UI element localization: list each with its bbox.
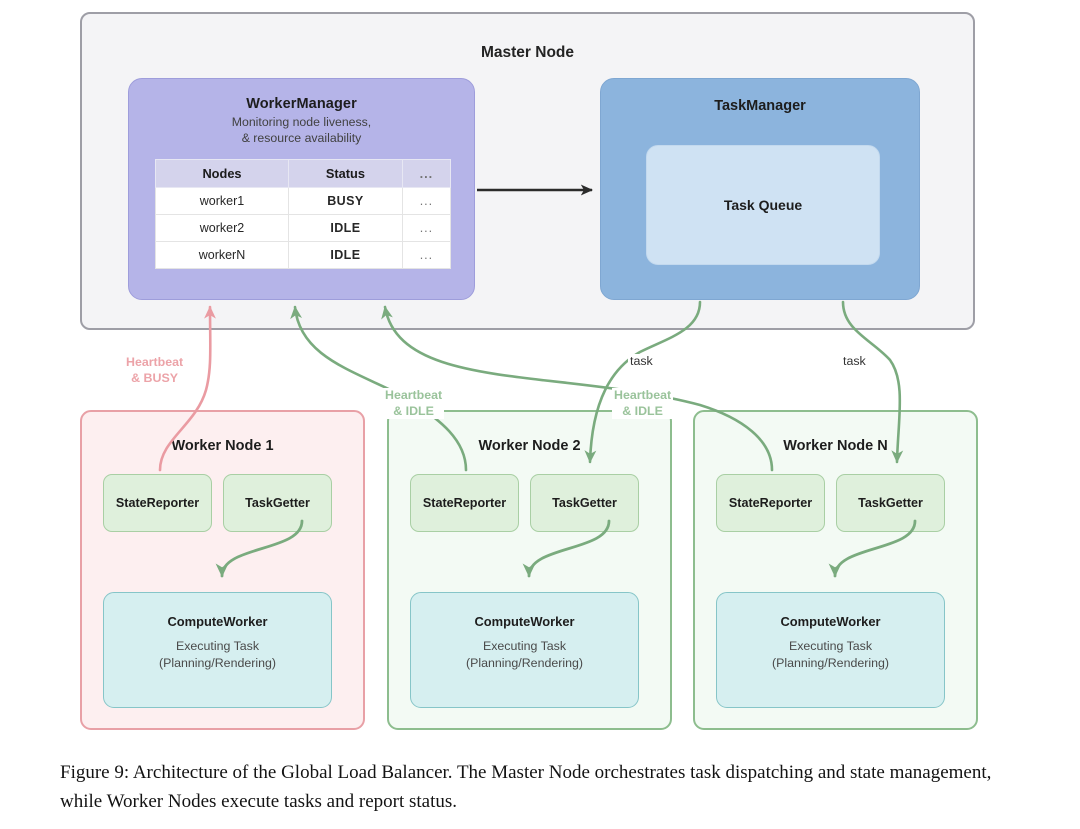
worker-n-task-getter: TaskGetter — [836, 474, 945, 532]
worker-2-task-getter: TaskGetter — [530, 474, 639, 532]
edge-label-heartbeat-busy-line1: Heartbeat — [126, 355, 184, 369]
worker-1-compute-worker: ComputeWorker Executing Task (Planning/R… — [103, 592, 332, 708]
table-row: workerN IDLE ... — [155, 241, 452, 269]
worker-n-compute-worker: ComputeWorker Executing Task (Planning/R… — [716, 592, 945, 708]
worker-1-compute-worker-line2: (Planning/Rendering) — [158, 656, 277, 670]
worker-node-2-panel: Worker Node 2 StateReporter TaskGetter C… — [387, 410, 672, 730]
edge-label-heartbeat-idle-b-line2: & IDLE — [622, 403, 663, 418]
worker-1-state-reporter: StateReporter — [103, 474, 212, 532]
worker-2-compute-worker-subtitle: Executing Task (Planning/Rendering) — [411, 638, 638, 672]
worker-n-compute-worker-subtitle: Executing Task (Planning/Rendering) — [717, 638, 944, 672]
worker-n-compute-worker-title: ComputeWorker — [780, 614, 881, 629]
worker-2-compute-worker-line2: (Planning/Rendering) — [465, 656, 584, 670]
cell-node-status: IDLE — [288, 241, 403, 269]
task-manager-box: TaskManager Task Queue — [600, 78, 920, 300]
edge-label-heartbeat-idle-worker2: Heartbeat & IDLE — [383, 388, 445, 419]
worker-2-compute-worker-line1: Executing Task — [482, 639, 567, 653]
edge-label-task-worker2: task — [628, 354, 655, 370]
edge-label-heartbeat-idle-a-line1: Heartbeat — [385, 388, 443, 402]
worker-node-n-title: Worker Node N — [783, 438, 888, 454]
worker-2-state-reporter: StateReporter — [410, 474, 519, 532]
task-manager-title: TaskManager — [714, 98, 806, 114]
figure-caption: Figure 9: Architecture of the Global Loa… — [60, 762, 992, 812]
worker-node-1-title: Worker Node 1 — [171, 438, 274, 454]
worker-n-compute-worker-line2: (Planning/Rendering) — [771, 656, 890, 670]
cell-node-name: workerN — [155, 241, 289, 269]
worker-2-compute-worker-title: ComputeWorker — [474, 614, 575, 629]
edge-label-heartbeat-busy: Heartbeat & BUSY — [126, 355, 183, 386]
cell-node-name: worker1 — [155, 187, 289, 215]
worker-node-1-panel: Worker Node 1 StateReporter TaskGetter C… — [80, 410, 365, 730]
column-header-more: ... — [401, 159, 452, 188]
worker-1-compute-worker-line1: Executing Task — [175, 639, 260, 653]
task-queue-box: Task Queue — [646, 145, 880, 265]
table-row: worker2 IDLE ... — [155, 214, 452, 242]
edge-label-heartbeat-idle-workerN: Heartbeat & IDLE — [612, 388, 674, 419]
edge-label-heartbeat-idle-b-line1: Heartbeat — [614, 388, 672, 402]
worker-1-task-getter: TaskGetter — [223, 474, 332, 532]
edge-label-heartbeat-idle-a-line2: & IDLE — [393, 403, 434, 418]
edge-label-heartbeat-busy-line2: & BUSY — [131, 370, 178, 385]
master-node-title: Master Node — [480, 44, 575, 61]
nodes-status-table: Nodes Status ... worker1 BUSY ... worker… — [155, 159, 452, 269]
cell-node-status: IDLE — [288, 214, 403, 242]
column-header-nodes: Nodes — [155, 159, 289, 188]
worker-manager-box: WorkerManager Monitoring node liveness, … — [128, 78, 475, 300]
worker-manager-subtitle-line1: Monitoring node liveness, — [231, 115, 372, 129]
cell-node-status: BUSY — [288, 187, 403, 215]
worker-n-compute-worker-line1: Executing Task — [788, 639, 873, 653]
worker-manager-title: WorkerManager — [246, 96, 357, 112]
task-queue-label: Task Queue — [723, 197, 803, 213]
cell-node-extra: ... — [401, 187, 452, 215]
table-row: worker1 BUSY ... — [155, 187, 452, 215]
cell-node-extra: ... — [401, 241, 452, 269]
worker-1-compute-worker-subtitle: Executing Task (Planning/Rendering) — [104, 638, 331, 672]
column-header-status: Status — [288, 159, 403, 188]
worker-manager-subtitle-line2: & resource availability — [241, 130, 362, 145]
table-header-row: Nodes Status ... — [155, 159, 452, 188]
edge-label-task-workerN: task — [841, 354, 868, 370]
cell-node-name: worker2 — [155, 214, 289, 242]
cell-node-extra: ... — [401, 214, 452, 242]
worker-2-compute-worker: ComputeWorker Executing Task (Planning/R… — [410, 592, 639, 708]
worker-1-compute-worker-title: ComputeWorker — [167, 614, 268, 629]
worker-node-2-title: Worker Node 2 — [478, 438, 581, 454]
worker-node-n-panel: Worker Node N StateReporter TaskGetter C… — [693, 410, 978, 730]
worker-n-state-reporter: StateReporter — [716, 474, 825, 532]
worker-manager-subtitle: Monitoring node liveness, & resource ava… — [129, 115, 474, 146]
